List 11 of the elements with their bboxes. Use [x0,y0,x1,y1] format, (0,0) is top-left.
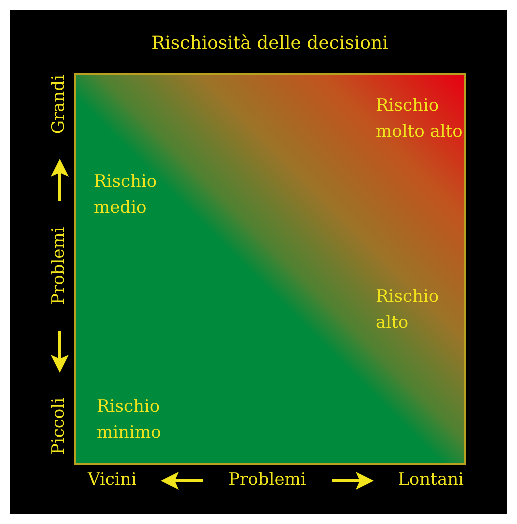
title: Rischiosità delle decisioni [150,32,390,56]
risk-label: Rischio medio [94,171,158,220]
axis-label: Piccoli [48,398,70,455]
axis-title: Problemi [228,469,306,492]
risk-label: Rischio alto [376,286,440,335]
axis-title: Problemi [48,227,70,305]
axis-label: Grandi [48,75,70,134]
risk-label: Rischio minimo [97,396,162,445]
axis-label: Lontani [398,469,464,492]
axis-label: Vicini [88,469,137,492]
risk-label: Rischio molto alto [376,95,464,144]
